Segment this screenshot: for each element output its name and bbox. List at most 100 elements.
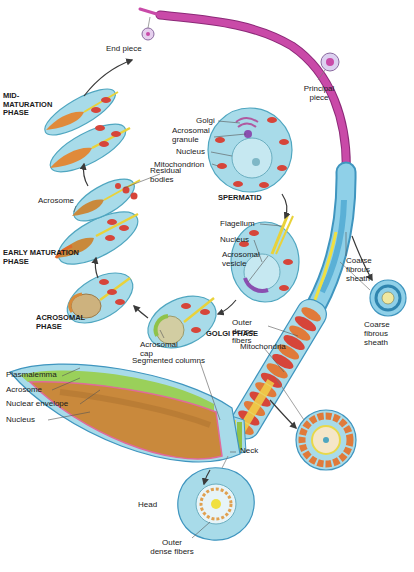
neck-section-part: [196, 484, 236, 524]
early-maturation-cell-part: [105, 235, 115, 241]
spermatid-cell-part: [217, 163, 227, 169]
midpiece-section-part: [312, 426, 340, 454]
acrosomal-cap-cell-part: [200, 309, 210, 315]
part-label: End piece: [106, 44, 158, 53]
mid-maturation-cell-part: [91, 107, 101, 113]
midpiece-section-part: [296, 410, 356, 470]
early-maturation-cell-part: [72, 200, 104, 216]
early-maturation-cell: [51, 171, 146, 275]
leader-lines-part: [200, 362, 220, 420]
acrosomal-phase-cell: [59, 263, 141, 334]
early-maturation-cell-part: [107, 219, 117, 225]
part-label: Acrosomal vesicle: [222, 250, 270, 268]
leader-lines-part: [268, 326, 298, 336]
sequence-arrows-part: [134, 306, 148, 318]
neck-section: [178, 456, 254, 540]
leader-lines-part: [211, 152, 232, 156]
midpiece-section-part: [302, 416, 350, 464]
early-maturation-cell-part: [96, 214, 138, 236]
tail: [140, 9, 346, 178]
part-label: Flagellum: [220, 219, 264, 228]
part-label: Outer dense fibers: [150, 538, 194, 556]
leader-lines-part: [214, 134, 246, 137]
part-label: Acrosomal cap: [140, 340, 180, 358]
leader-lines-part: [264, 348, 284, 372]
part-label: Mitochondria: [240, 342, 300, 351]
leader-lines-part: [192, 522, 210, 538]
early-maturation-cell-part: [68, 171, 141, 229]
part-label: Nuclear envelope: [6, 399, 82, 408]
acrosomal-cap-cell-part: [140, 286, 225, 358]
acrosomal-cap-cell-part: [184, 298, 214, 322]
golgi-phase-cell-part: [276, 216, 293, 254]
mid-maturation-cell-part: [50, 148, 92, 168]
sequence-arrows-part: [84, 164, 89, 186]
tail-part: [160, 15, 346, 178]
acrosomal-phase-cell-part: [115, 299, 125, 305]
golgi-phase-cell-part: [245, 278, 268, 291]
tail-part: [140, 9, 160, 15]
mid-maturation-cell-part: [101, 97, 111, 103]
sequence-arrows-part: [282, 194, 287, 218]
neck-section-part: [178, 468, 254, 540]
leader-lines-part: [48, 412, 90, 420]
midpiece-section: [276, 378, 356, 470]
phase-label: SPERMATID: [218, 194, 278, 203]
neck-section-part: [211, 499, 221, 509]
principal-piece-section-part: [318, 70, 325, 80]
early-maturation-cell-part: [119, 225, 129, 231]
early-maturation-cell-part: [104, 180, 140, 200]
end-piece-section: [142, 17, 154, 40]
leader-lines-part: [62, 368, 80, 376]
leader-lines-part: [260, 224, 282, 226]
leader-lines-part: [74, 206, 76, 212]
principal-piece-section: [318, 53, 339, 80]
golgi-phase-cell-part: [249, 230, 259, 236]
acrosomal-phase-cell-part: [99, 279, 109, 285]
part-label: Head: [138, 500, 168, 509]
coarse-fibrous-sheath-section-part: [376, 286, 400, 310]
part-label: Nucleus: [6, 415, 50, 424]
part-label: Neck: [240, 446, 270, 455]
sequence-arrows-part: [95, 258, 98, 278]
acrosomal-phase-cell-part: [70, 294, 82, 312]
acrosomal-phase-cell-part: [59, 263, 141, 334]
spermatid-cell-part: [252, 158, 260, 166]
leader-lines-part: [80, 390, 100, 404]
midpiece-section-part: [323, 437, 329, 443]
spermatid-cell-part: [232, 138, 272, 178]
spermatid-cell: [208, 108, 292, 192]
phase-label: MID-MATURATION PHASE: [3, 92, 63, 118]
end-piece-section-part: [142, 28, 154, 40]
leader-lines-part: [230, 452, 236, 453]
part-label: Segmented columns: [132, 356, 208, 365]
sequence-arrows-part: [204, 470, 210, 484]
sperm-head-part: [30, 382, 222, 459]
spermatid-cell-part: [236, 118, 258, 122]
principal-piece-section-part: [321, 53, 339, 71]
leader-lines-part: [52, 378, 80, 390]
part-label: Golgi: [196, 116, 236, 125]
mid-maturation-cell-part: [39, 81, 121, 144]
golgi-phase-cell-part: [283, 259, 293, 265]
phase-label: GOLGI PHASE: [206, 330, 264, 339]
acrosomal-cap-cell: [140, 286, 225, 358]
spermatid-cell-part: [267, 117, 277, 123]
midpiece-part: [299, 304, 323, 324]
part-label: Acrosome: [6, 385, 56, 394]
mid-maturation-cell-part: [84, 92, 118, 112]
sequence-arrows-part: [218, 300, 236, 314]
principal-piece-section-part: [326, 58, 334, 66]
end-piece-section-part: [148, 17, 150, 28]
phase-label: EARLY MATURATION PHASE: [3, 249, 95, 266]
part-label: Nucleus: [220, 235, 260, 244]
part-label: Acrosomal granule: [172, 126, 216, 144]
neck-section-part: [201, 489, 231, 519]
acrosomal-phase-cell-part: [100, 278, 130, 300]
early-maturation-cell-part: [115, 183, 121, 189]
spermatid-cell-part: [259, 182, 269, 188]
midpiece-section-part: [276, 378, 304, 420]
leader-lines-part: [218, 121, 240, 123]
